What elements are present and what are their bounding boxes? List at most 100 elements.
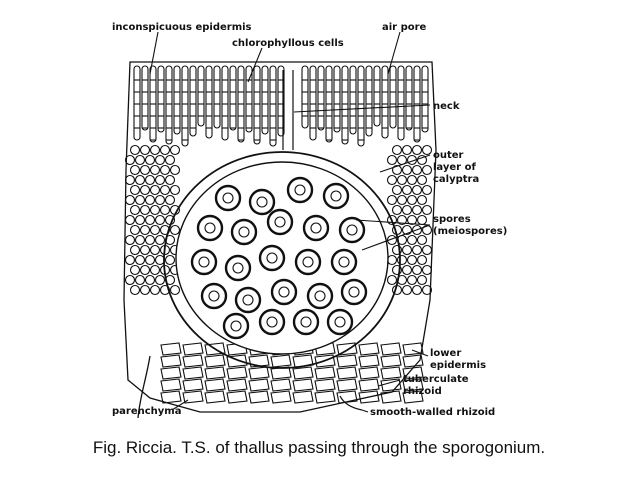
spongy-cell [159,204,171,216]
label-calyptra-3: calyptra [433,174,479,185]
spore [224,254,252,282]
spongy-cell [421,184,433,196]
leader-lower [411,349,429,357]
spore [214,184,242,212]
parenchyma-cell [336,378,358,392]
spongy-cell [421,284,433,296]
label-tuberculate-1: tuberculate [403,374,469,385]
chlorophyllous-cell [365,65,373,137]
chlorophyllous-cell [301,65,309,129]
chlorophyllous-cell [229,65,237,131]
spongy-cell [416,214,428,226]
spore [302,214,330,242]
spongy-cell [401,284,413,296]
spongy-cell [421,144,433,156]
spore [294,248,322,276]
chlorophyllous-cell [389,65,397,129]
parenchyma-cell [182,390,204,404]
spore [322,182,350,210]
spongy-cell [406,234,418,246]
leader-tuberculate [377,379,401,387]
spongy-cell [129,204,141,216]
chlorophyllous-cell [269,65,277,147]
chlorophyllous-cell [349,65,357,135]
chlorophyllous-cell [133,65,141,141]
chlorophyllous-cell [317,65,325,131]
spongy-cell [154,214,166,226]
calyptra-outer [163,151,401,369]
spongy-cell [416,194,428,206]
spongy-cell [386,154,398,166]
parenchyma-cell [292,378,314,392]
spongy-cell [406,214,418,226]
chlorophyllous-cell [173,65,181,135]
spongy-cell [149,184,161,196]
parenchyma-cell [358,342,380,356]
chlorophyllous-cell [141,65,149,131]
spongy-cell [164,254,176,266]
spongy-cell [129,244,141,256]
label-neck: neck [433,101,460,112]
spore-center [310,222,322,234]
parenchyma-cells [160,342,424,404]
spore [306,282,334,310]
spongy-cell [139,204,151,216]
spore [338,216,366,244]
spongy-cell [411,264,423,276]
spongy-cell [144,254,156,266]
parenchyma-cell [292,390,314,404]
label-lower-1: lower [430,348,461,359]
spongy-cell [159,144,171,156]
parenchyma-cell [314,366,336,380]
spongy-cell [391,204,403,216]
label-smooth-rhizoid: smooth-walled rhizoid [370,407,495,418]
chlorophyllous-cell [157,65,165,133]
figure-caption: Fig. Riccia. T.S. of thallus passing thr… [92,438,546,457]
label-parenchyma: parenchyma [112,406,181,417]
parenchyma-cell [380,366,402,380]
parenchyma-cell [226,390,248,404]
spore-center [294,184,306,196]
spongy-cell [386,214,398,226]
spongy-cell [139,224,151,236]
spore-center [346,224,358,236]
spongy-cell [149,144,161,156]
chlorophyllous-cell [213,65,221,129]
spore-center [256,196,268,208]
parenchyma-cell [402,378,424,392]
chlorophyllous-cell [397,65,405,141]
parenchyma-cell [182,366,204,380]
parenchyma-cell [358,390,380,404]
leader-smooth [361,409,369,413]
parenchyma-cell [380,378,402,392]
spongy-cell [124,274,136,286]
spongy-cell [144,234,156,246]
parenchyma-cell [402,390,424,404]
spore [234,286,262,314]
spongy-cell [391,164,403,176]
parenchyma-cell [204,378,226,392]
label-spores-1: spores [433,214,471,225]
spore [258,308,286,336]
spongy-cell [391,144,403,156]
spongy-cell [401,264,413,276]
parenchyma-cell [402,366,424,380]
spongy-cell [149,164,161,176]
spore-center [334,316,346,328]
spongy-cell [396,174,408,186]
spongy-cell [134,194,146,206]
spore-center [238,226,250,238]
chlorophyllous-cell [245,65,253,133]
spore [222,312,250,340]
parenchyma-cell [402,354,424,368]
parenchyma-cell [270,390,292,404]
spongy-cell [139,144,151,156]
spongy-cell [164,154,176,166]
chlorophyllous-cell [309,65,317,141]
parenchyma-cell [314,378,336,392]
spongy-cell [406,274,418,286]
parenchyma-cell [160,342,182,356]
spongy-cell [411,204,423,216]
label-calyptra-1: outer [433,150,464,161]
